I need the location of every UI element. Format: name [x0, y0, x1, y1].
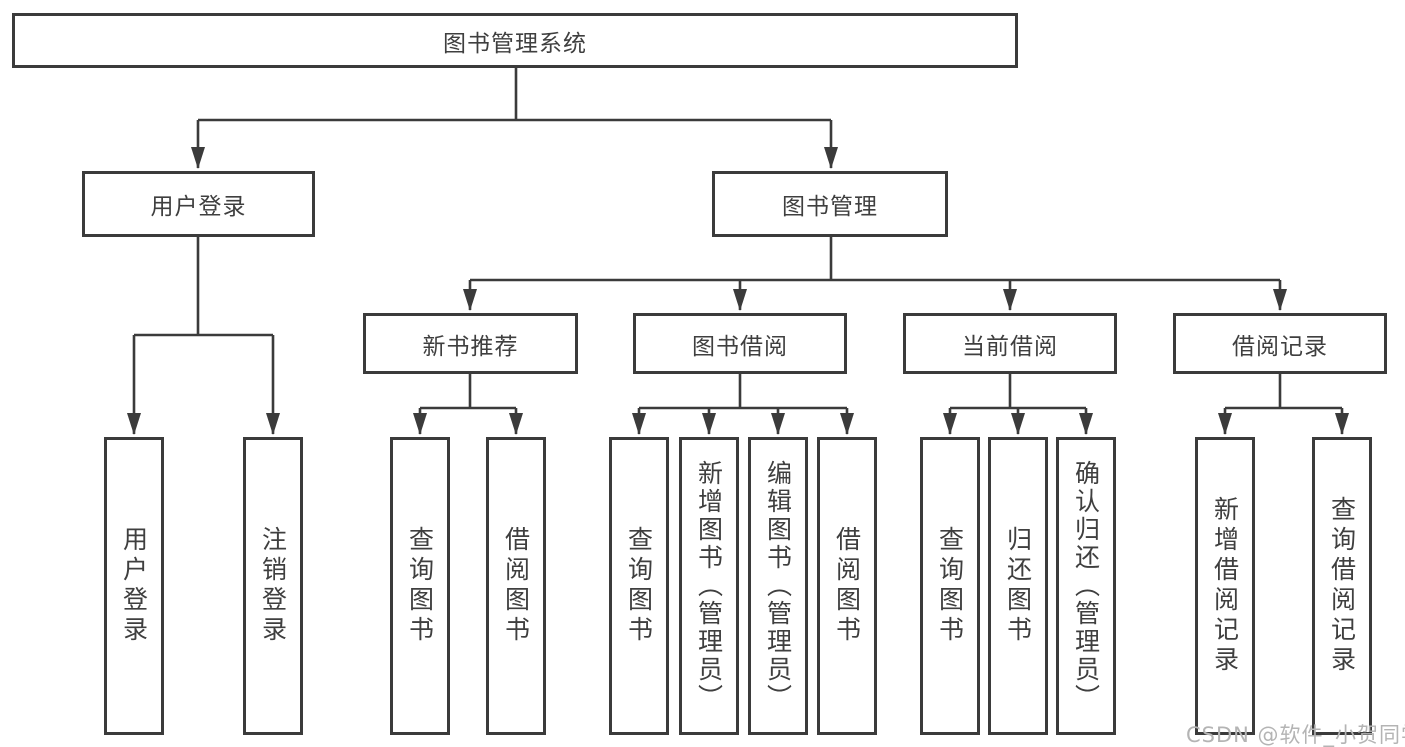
watermark: CSDN @软件_小贺同学 — [1186, 723, 1405, 747]
leaf-borrowing-borrow-books-label: 借阅图书 — [832, 526, 862, 646]
node-root-label: 图书管理系统 — [443, 30, 587, 57]
node-user-login-label: 用户登录 — [150, 194, 247, 220]
leaf-records-add-record-label: 新增借阅记录 — [1210, 496, 1240, 676]
leaf-current-query-books-label: 查询图书 — [935, 526, 965, 646]
leaf-current-return-books-label: 归还图书 — [1003, 526, 1033, 646]
node-borrowing-records-label: 借阅记录 — [1232, 333, 1328, 360]
leaf-recommend-query-books: 查询图书 — [390, 437, 450, 735]
leaf-recommend-borrow-books: 借阅图书 — [486, 437, 546, 735]
node-current-borrowing-label: 当前借阅 — [962, 333, 1058, 360]
leaf-current-confirm-return-label: 确认归还（管理员） — [1071, 460, 1101, 712]
leaf-borrowing-edit-books: 编辑图书（管理员） — [748, 437, 808, 735]
leaf-borrowing-add-books-label: 新增图书（管理员） — [694, 460, 724, 712]
leaf-user-login-label: 用户登录 — [119, 526, 149, 646]
leaf-borrowing-query-books: 查询图书 — [609, 437, 669, 735]
leaf-borrowing-add-books: 新增图书（管理员） — [679, 437, 739, 735]
node-book-management: 图书管理 — [712, 171, 948, 237]
node-new-book-recommend-label: 新书推荐 — [422, 333, 519, 360]
leaf-recommend-borrow-books-label: 借阅图书 — [501, 526, 531, 646]
node-book-borrowing-label: 图书借阅 — [692, 333, 788, 360]
node-new-book-recommend: 新书推荐 — [363, 313, 578, 374]
node-book-borrowing: 图书借阅 — [633, 313, 847, 374]
leaf-logout: 注销登录 — [243, 437, 303, 735]
leaf-recommend-query-books-label: 查询图书 — [405, 526, 435, 646]
node-book-management-label: 图书管理 — [782, 194, 878, 220]
leaf-borrowing-borrow-books: 借阅图书 — [817, 437, 877, 735]
leaf-records-query-record: 查询借阅记录 — [1312, 437, 1372, 735]
leaf-user-login: 用户登录 — [104, 437, 164, 735]
leaf-records-add-record: 新增借阅记录 — [1195, 437, 1255, 735]
node-root: 图书管理系统 — [12, 13, 1018, 68]
leaf-current-confirm-return: 确认归还（管理员） — [1056, 437, 1116, 735]
leaf-current-return-books: 归还图书 — [988, 437, 1048, 735]
leaf-logout-label: 注销登录 — [258, 526, 288, 646]
node-current-borrowing: 当前借阅 — [903, 313, 1117, 374]
node-borrowing-records: 借阅记录 — [1173, 313, 1387, 374]
leaf-records-query-record-label: 查询借阅记录 — [1327, 496, 1357, 676]
leaf-borrowing-edit-books-label: 编辑图书（管理员） — [763, 460, 793, 712]
leaf-current-query-books: 查询图书 — [920, 437, 980, 735]
node-user-login: 用户登录 — [82, 171, 315, 237]
leaf-borrowing-query-books-label: 查询图书 — [624, 526, 654, 646]
